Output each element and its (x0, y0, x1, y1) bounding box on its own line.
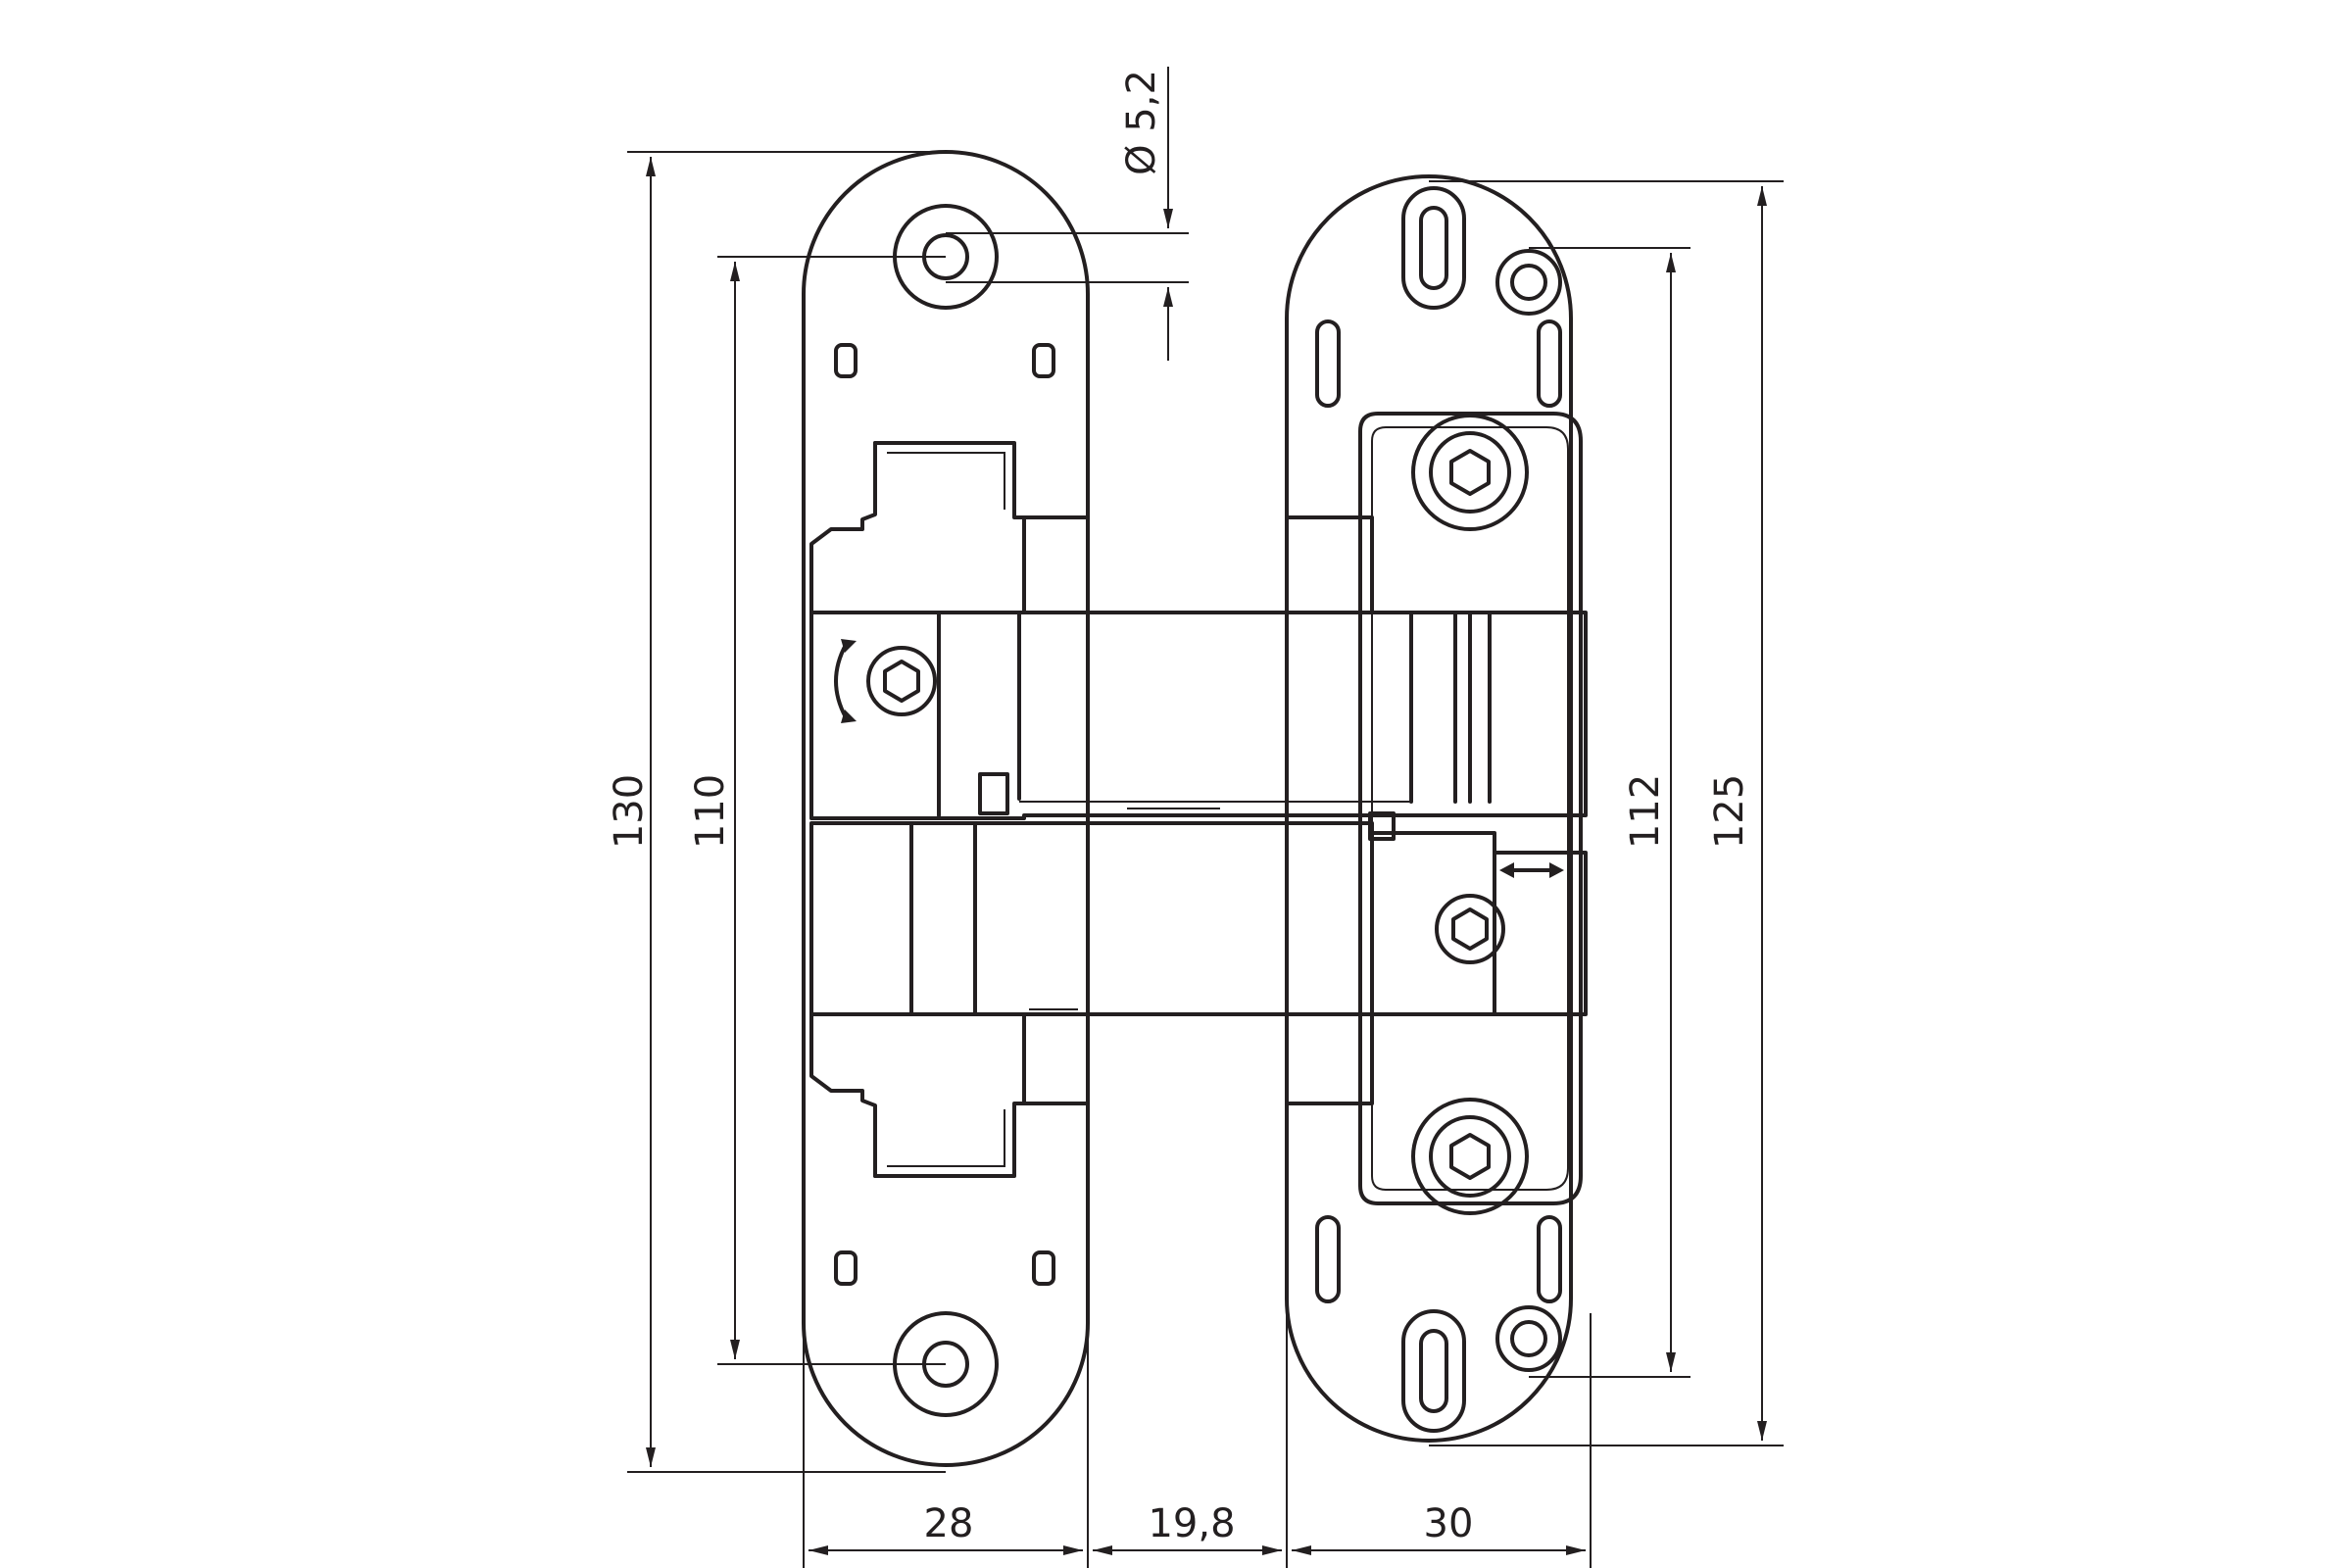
left-hex-screw (834, 639, 937, 723)
right-hinge-leaf (1285, 174, 1583, 1443)
left-hinge-leaf (802, 150, 1090, 1467)
dimension-30: 30 (1424, 1501, 1474, 1546)
right-hex-screw (1435, 862, 1564, 964)
dimension-110: 110 (688, 774, 733, 849)
dimension-19-8: 19,8 (1148, 1501, 1235, 1546)
hinge-mechanism (809, 611, 1588, 1016)
right-bottom-screw-hole (1495, 1305, 1562, 1372)
dimension-130: 130 (607, 774, 652, 849)
dimension-28: 28 (924, 1501, 974, 1546)
right-top-hex-bolt (1411, 414, 1529, 531)
dimension-125: 125 (1707, 774, 1752, 849)
dimension-hole-diameter: Ø 5,2 (1119, 70, 1164, 175)
right-top-oval-slot (1401, 186, 1466, 310)
dimension-112: 112 (1623, 774, 1668, 849)
right-bottom-oval-slot (1401, 1309, 1466, 1433)
right-top-screw-hole (1495, 249, 1562, 316)
right-bottom-hex-bolt (1411, 1098, 1529, 1215)
dimension-lines (627, 67, 1784, 1568)
